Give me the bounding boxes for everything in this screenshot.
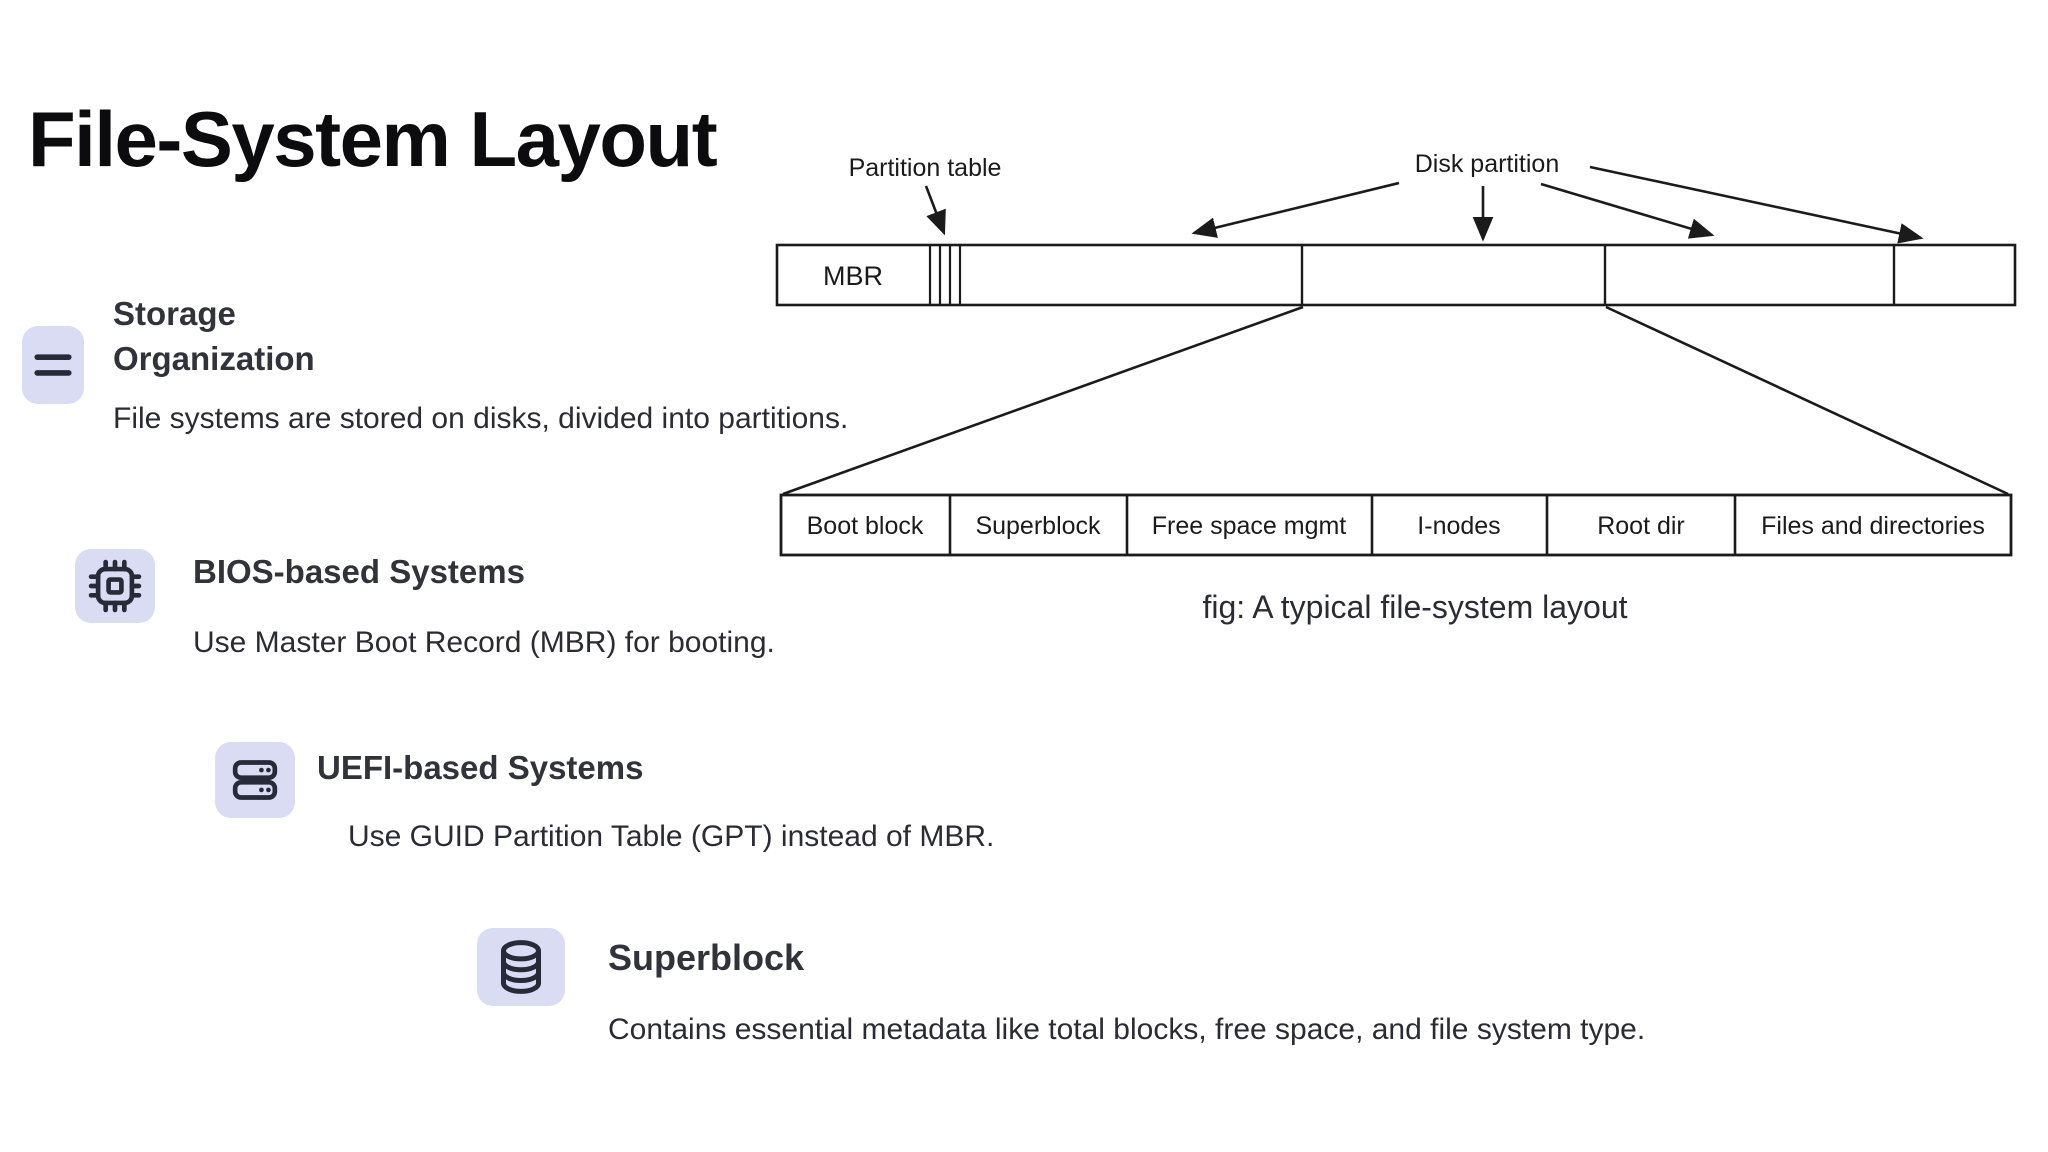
partition-table-arrow xyxy=(924,185,946,236)
page-title: File-System Layout xyxy=(28,95,718,183)
filesystem-dividers xyxy=(948,495,1737,555)
filesystem-bar xyxy=(779,493,2013,557)
segment-label-free-space-mgmt: Free space mgmt xyxy=(1152,512,1347,540)
section-body: File systems are stored on disks, divide… xyxy=(113,402,849,435)
segment-label-superblock: Superblock xyxy=(975,512,1101,540)
disk-partition-arrow-3 xyxy=(1540,182,1715,239)
server-icon xyxy=(215,742,295,818)
section-heading: Storage Organization xyxy=(113,291,315,381)
annotation-arrows xyxy=(924,165,1924,244)
list-icon xyxy=(22,326,84,404)
section-body: Contains essential metadata like total b… xyxy=(608,1013,1646,1046)
filesystem-segment-labels: Boot block Superblock Free space mgmt I-… xyxy=(807,512,1985,540)
section-heading: BIOS-based Systems xyxy=(193,553,525,590)
heading-line: Organization xyxy=(113,340,315,377)
segment-label-root-dir: Root dir xyxy=(1597,512,1685,540)
database-icon-glyph xyxy=(501,940,541,994)
segment-label-inodes: I-nodes xyxy=(1417,512,1500,540)
section-body: Use Master Boot Record (MBR) for booting… xyxy=(193,626,775,659)
list-icon-glyph xyxy=(34,354,72,376)
mbr-label: MBR xyxy=(823,261,883,291)
database-icon xyxy=(477,928,565,1006)
segment-label-files-directories: Files and directories xyxy=(1761,512,1985,540)
section-body: Use GUID Partition Table (GPT) instead o… xyxy=(348,820,995,853)
cpu-icon-glyph xyxy=(88,559,142,613)
expansion-lines xyxy=(782,305,2009,496)
heading-line: Storage xyxy=(113,295,236,332)
partition-table-stripes xyxy=(928,245,962,305)
section-heading: UEFI-based Systems xyxy=(317,749,644,786)
server-icon-glyph xyxy=(232,760,278,800)
segment-label-boot-block: Boot block xyxy=(807,512,924,540)
disk-partition-dividers xyxy=(1300,245,1896,305)
disk-partition-arrow-1 xyxy=(1191,181,1400,238)
cpu-icon xyxy=(75,549,155,623)
disk-partition-label: Disk partition xyxy=(1415,150,1560,178)
figure-caption: fig: A typical file-system layout xyxy=(1202,589,1627,625)
disk-bar xyxy=(775,243,2017,307)
disk-partition-arrow-4 xyxy=(1589,165,1924,244)
section-heading: Superblock xyxy=(608,937,805,978)
partition-table-label: Partition table xyxy=(849,154,1002,182)
